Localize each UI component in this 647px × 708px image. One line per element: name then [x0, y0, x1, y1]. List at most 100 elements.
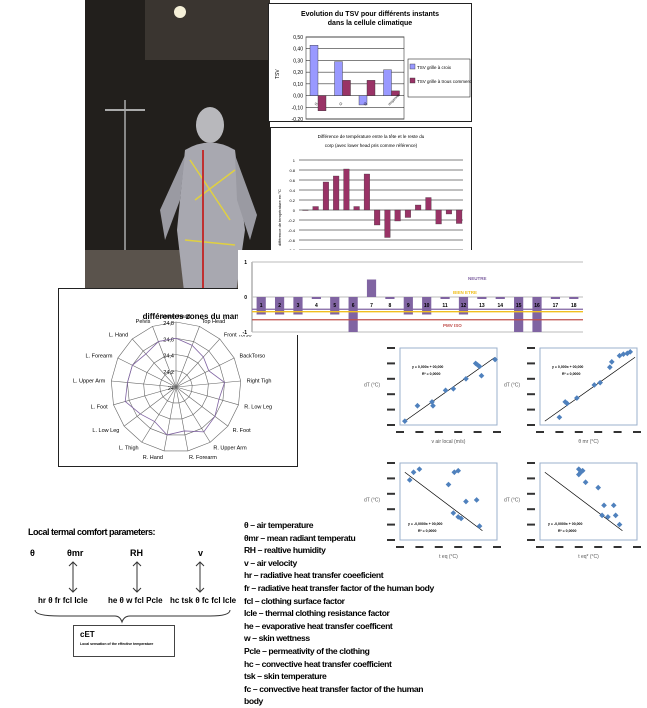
- y-tick-label: [527, 424, 535, 426]
- x-tick-label: [396, 431, 404, 433]
- arrows-and-brace: [34, 561, 231, 624]
- axis-label: L. Foot: [91, 404, 109, 410]
- y-tick-label: [387, 508, 395, 511]
- y-tick-label: [387, 462, 395, 464]
- x-tick-label: [454, 546, 463, 548]
- x-tick-label: 10: [424, 303, 430, 309]
- axis-label: R. Low Leg: [244, 404, 272, 410]
- axis-label: R. Hand: [143, 455, 163, 461]
- bar: [274, 297, 285, 315]
- y-tick-label: [387, 477, 395, 480]
- x-tick-label: 17: [553, 303, 559, 309]
- trend-line: [404, 471, 483, 532]
- bar: [458, 297, 469, 315]
- reference-line-label: PMV ISO: [443, 323, 462, 328]
- radar-spoke: [175, 326, 200, 388]
- x-tick-label: [415, 546, 424, 548]
- bar: [343, 168, 350, 211]
- definition-item: body: [244, 696, 263, 707]
- scatter-plot-teq-star: t eq* (°C)dT (°C)y = -0,0000x + 00,000R²…: [504, 462, 641, 560]
- bar: [422, 297, 432, 315]
- y-tick-label: [387, 424, 395, 426]
- y-tick-label: [387, 362, 395, 365]
- y-tick-label: -0,20: [292, 117, 304, 121]
- y-tick-label: [387, 347, 395, 349]
- bar: [309, 45, 319, 96]
- x-tick-label: [434, 431, 443, 433]
- bar: [312, 206, 319, 211]
- radar-spoke: [175, 380, 241, 388]
- y-tick-label: [527, 539, 535, 541]
- bar: [532, 297, 542, 332]
- y-tick-label: -0.6: [288, 238, 296, 243]
- definition-item: fr – radiative heat transfer factor of t…: [244, 582, 434, 593]
- definition-item: w – skin wettness: [244, 633, 310, 644]
- y-tick-label: [387, 539, 395, 541]
- bar: [394, 209, 401, 222]
- y-tick-label: -1: [243, 330, 248, 335]
- x-tick-label: [493, 431, 501, 433]
- definition-item: RH – realtive humidity: [244, 545, 326, 556]
- cet-subtitle: Local sensation of the effective tempera…: [80, 642, 154, 646]
- y-tick-label: 0,50: [293, 35, 303, 41]
- bar: [311, 297, 321, 299]
- y-axis-label: différence de température en °C: [277, 189, 282, 246]
- y-tick-label: [527, 508, 535, 511]
- definition-item: hc – convective heat transfer coefficien…: [244, 658, 392, 669]
- radar-ring: [143, 354, 209, 420]
- ring-label: 24,2: [163, 370, 174, 376]
- x-tick-label: [555, 431, 564, 433]
- radar-spoke: [175, 386, 211, 443]
- tsv-chart: Evolution du TSV pour différents instant…: [268, 3, 479, 123]
- y-tick-label: 0.6: [289, 178, 295, 183]
- y-tick-label: [527, 347, 535, 349]
- y-axis-label: dT (°C): [504, 498, 520, 504]
- data-point: [608, 359, 615, 365]
- definition-item: fcl – clothing surface factor: [244, 595, 345, 606]
- bar: [445, 209, 452, 215]
- axis-label: L. Low Leg: [92, 428, 119, 434]
- axis-label: Front Torso: [224, 333, 252, 339]
- chart-title: corp (avec lower head pris comme référen…: [325, 143, 418, 148]
- bar: [514, 297, 524, 332]
- bar: [550, 297, 561, 299]
- bar: [256, 297, 266, 315]
- bar: [317, 95, 327, 111]
- y-tick-label: 0,10: [293, 82, 303, 88]
- group-evaporative: he θ w fcl Pcle: [108, 596, 163, 605]
- definition-item: θmr – mean radiant temperatu: [244, 532, 356, 543]
- y-tick-label: 0,20: [293, 70, 303, 76]
- bar: [342, 80, 351, 96]
- bar: [374, 209, 381, 226]
- definition-item: θ – air temperature: [244, 520, 314, 530]
- y-tick-label: [527, 523, 535, 526]
- cet-box: cET Local sensation of the effective tem…: [73, 625, 175, 657]
- chart-title: dans la cellule climatique: [328, 20, 413, 27]
- bar: [456, 209, 463, 224]
- y-tick-label: -0,10: [292, 105, 304, 111]
- axis-label: L. Hand: [109, 333, 128, 339]
- y-tick-label: [527, 408, 535, 411]
- group-convective: hc tsk θ fc fcl Icle: [170, 596, 237, 605]
- x-axis-label: θ mr (°C): [578, 439, 599, 445]
- x-tick-label: 9: [407, 303, 410, 309]
- x-tick-label: 3: [297, 303, 300, 309]
- x-axis-label: t eq* (°C): [578, 554, 599, 560]
- x-tick-label: 11: [442, 303, 448, 309]
- x-axis-label: v air local (m/s): [432, 439, 466, 445]
- bar: [333, 175, 340, 211]
- y-tick-label: [527, 377, 535, 380]
- radar-ring: [110, 321, 242, 452]
- x-tick-label: 8: [389, 303, 392, 309]
- x-tick-label: t3: [363, 101, 368, 106]
- y-tick-label: 0: [293, 208, 296, 213]
- x-tick-label: 12: [461, 303, 467, 309]
- legend-label: TSV grille à trous commerciale: [417, 79, 471, 84]
- bar: [330, 297, 340, 315]
- r-squared: R² = 0,0000: [562, 372, 580, 376]
- bar: [353, 206, 360, 211]
- y-axis-label: dT (°C): [364, 498, 380, 504]
- trend-equation: y = -0,0000x + 00,000: [548, 522, 582, 526]
- radar-spoke: [141, 386, 177, 443]
